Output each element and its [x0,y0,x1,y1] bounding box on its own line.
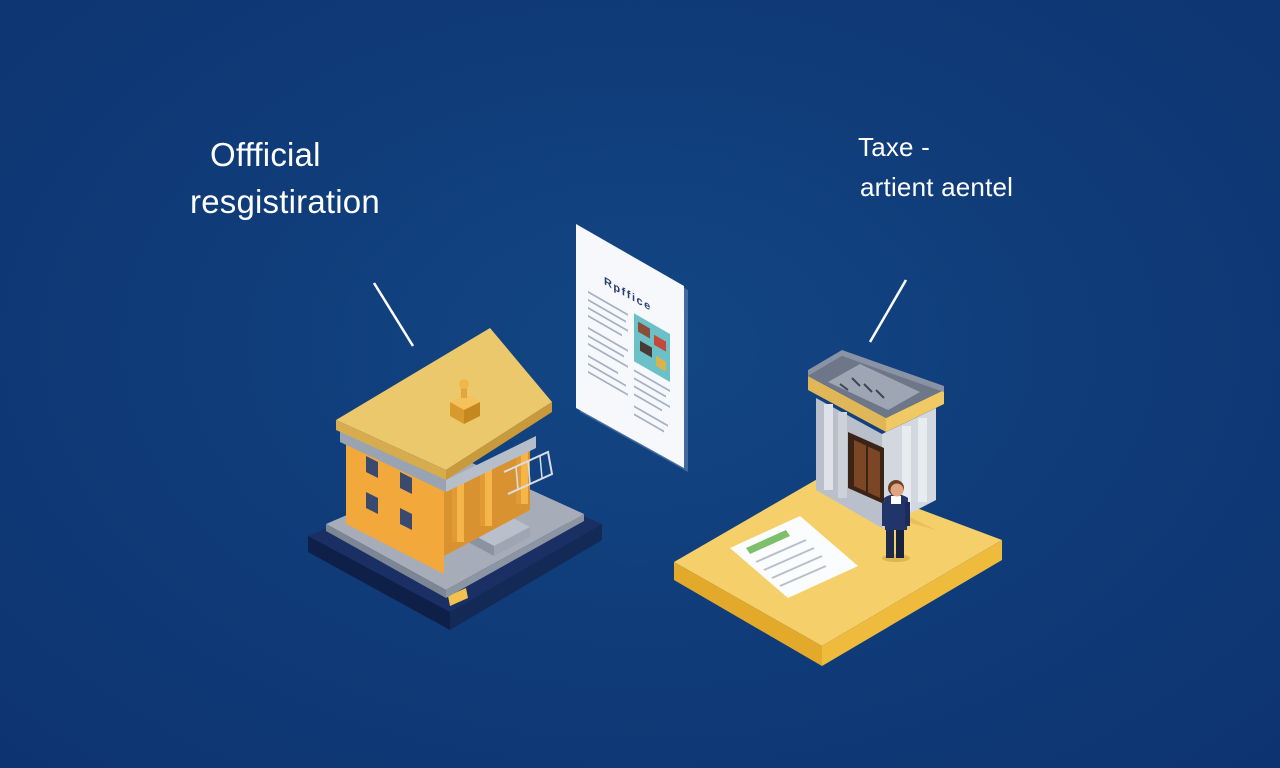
floating-document: Rpffice [576,224,688,472]
tax-office-building-icon [674,350,1002,666]
person-icon [882,480,910,562]
official-registration-label-line2: resgistiration [190,183,380,220]
right-callout-line [868,279,908,343]
official-building-icon [308,328,602,630]
certificate-icon [730,516,858,598]
tax-office-label-line1: Taxe - [858,132,931,162]
tax-office-label-line2: artient aentel [860,172,1014,202]
official-registration-label-line1: Offficial [210,136,321,173]
left-callout-line [372,282,415,347]
